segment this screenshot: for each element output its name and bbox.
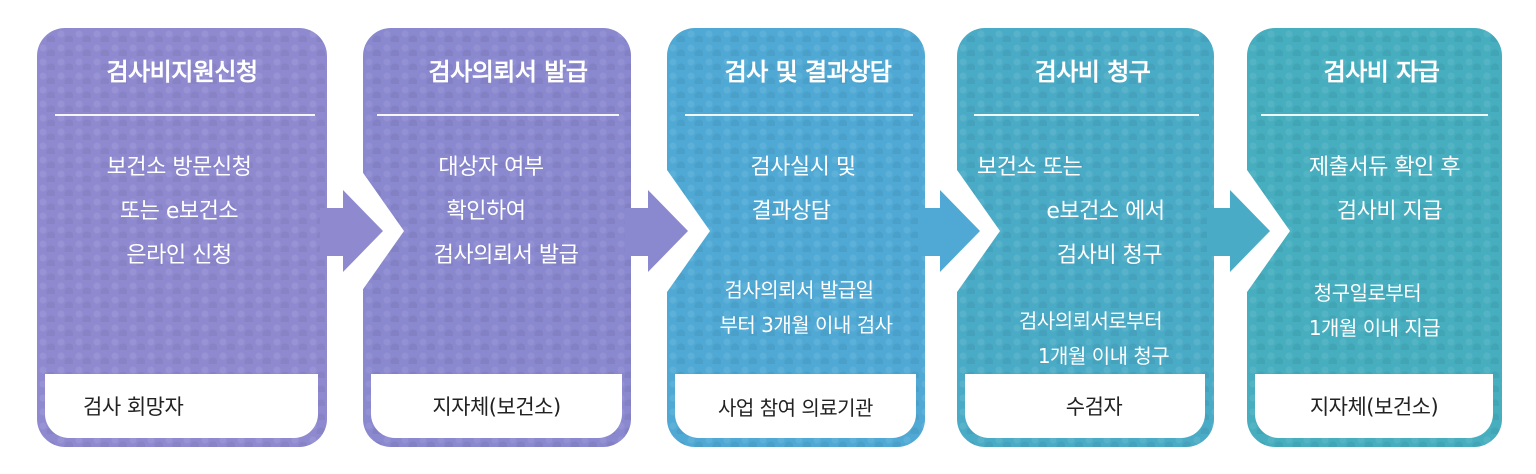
note-line: 청구일로부터 xyxy=(1313,281,1422,305)
description-line: 검사실시 및 xyxy=(750,155,856,180)
note-line: 부터 3개월 이내 검사 xyxy=(719,313,894,337)
description-line: 확인하여 xyxy=(446,199,526,224)
step-description: 대상자 여부 확인하여 검사의뢰서 발급 xyxy=(363,146,631,278)
step-actor-label: 검사 회망자 xyxy=(45,374,318,438)
divider xyxy=(55,114,315,116)
description-line: 결과상담 xyxy=(751,199,831,224)
note-line: 1개월 이내 청구 xyxy=(1037,344,1170,368)
step-title: 검사비지원신청 xyxy=(106,58,258,86)
description-line: 제출서듀 확인 후 xyxy=(1308,155,1461,180)
description-line: 대상자 여부 xyxy=(438,155,544,180)
description-line: 검사의뢰서 발급 xyxy=(433,243,579,268)
step-card-test-and-counsel: 검사 및 결과상담 검사실시 및 결과상담 검사의뢰서 발급일 부터 3개월 이… xyxy=(667,28,925,447)
description-line: 또는 e보건소 xyxy=(119,199,239,224)
step-description: 제출서듀 확인 후 검사비 지급 xyxy=(1247,146,1502,234)
note-line: 1개월 이내 지급 xyxy=(1308,316,1441,340)
note-line: 검사의뢰서 발급일 xyxy=(724,278,874,302)
step-card-fee-payment: 검사비 자급 제출서듀 확인 후 검사비 지급 청구일로부터 1개월 이내 지급… xyxy=(1247,28,1502,447)
divider xyxy=(1261,114,1488,116)
note-line: 검사의뢰서로부터 xyxy=(1018,309,1163,333)
step-title: 검사비 청구 xyxy=(1034,58,1151,86)
step-title: 검사비 자급 xyxy=(1323,58,1440,86)
step-title: 검사 및 결과상담 xyxy=(724,58,892,86)
step-actor-label: 사업 참여 의료기관 xyxy=(675,374,916,438)
step-card-application: 검사비지원신청 보건소 방문신청 또는 e보건소 은라인 신청 검사 회망자 xyxy=(37,28,327,447)
description-line: 검사비 청구 xyxy=(1056,243,1163,268)
step-actor-label: 수검자 xyxy=(965,374,1205,438)
step-actor-label: 지자체(보건소) xyxy=(371,374,622,438)
divider xyxy=(377,114,619,116)
step-card-referral-issue: 검사의뢰서 발급 대상자 여부 확인하여 검사의뢰서 발급 지자체(보건소) xyxy=(363,28,631,447)
description-line: 은라인 신청 xyxy=(126,243,232,268)
step-actor-label: 지자체(보건소) xyxy=(1255,374,1493,438)
divider xyxy=(974,114,1199,116)
step-deadline-note: 청구일로부터 1개월 이내 지급 xyxy=(1247,276,1502,346)
step-deadline-note: 검사의뢰서 발급일 부터 3개월 이내 검사 xyxy=(667,273,925,343)
step-description: 보건소 방문신청 또는 e보건소 은라인 신청 xyxy=(37,146,327,278)
description-line: 보건소 방문신청 xyxy=(106,155,252,180)
step-title: 검사의뢰서 발급 xyxy=(428,58,588,86)
step-deadline-note: 검사의뢰서로부터 1개월 이내 청구 xyxy=(957,304,1214,374)
description-line: 보건소 또는 xyxy=(977,155,1083,180)
step-description: 검사실시 및 결과상담 xyxy=(667,146,925,234)
step-card-fee-claim: 검사비 청구 보건소 또는 e보건소 에서 검사비 청구 검사의뢰서로부터 1개… xyxy=(957,28,1214,447)
step-description: 보건소 또는 e보건소 에서 검사비 청구 xyxy=(957,146,1214,278)
divider xyxy=(685,114,913,116)
description-line: 검사비 지급 xyxy=(1336,199,1443,224)
description-line: e보건소 에서 xyxy=(1046,199,1165,224)
